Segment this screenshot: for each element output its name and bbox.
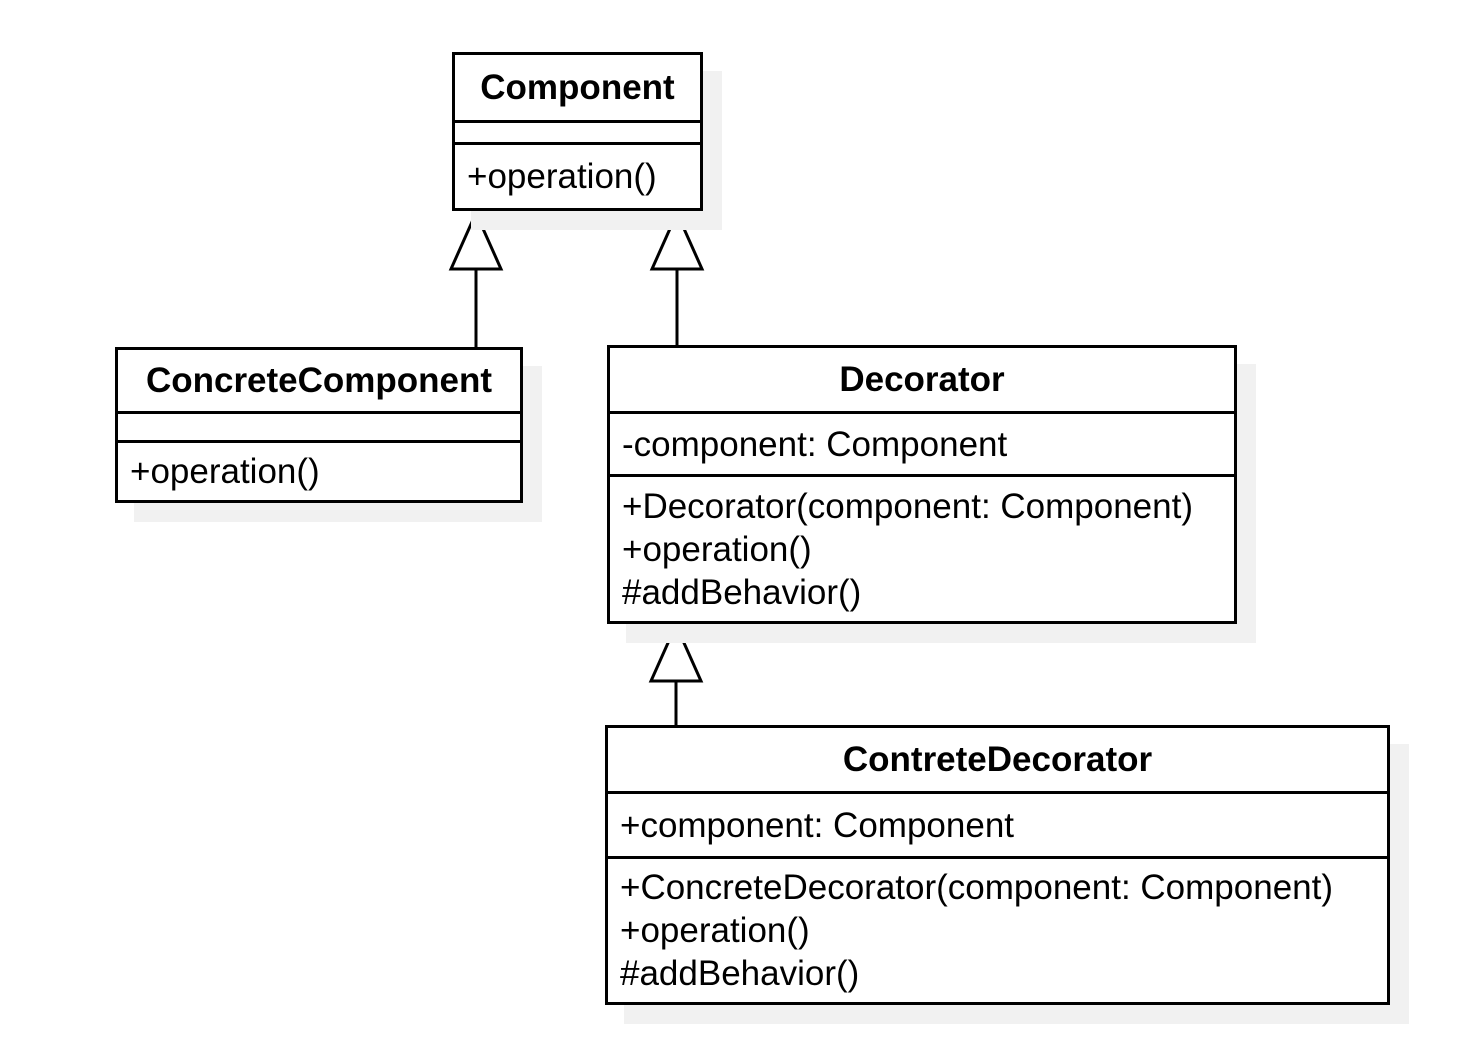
- attributes-compartment: -component: Component: [610, 414, 1234, 477]
- class-title: Component: [455, 55, 700, 123]
- attribute-line: -component: Component: [622, 424, 1008, 464]
- method-line: #addBehavior(): [622, 572, 862, 612]
- method-line: +ConcreteDecorator(component: Component): [620, 868, 1334, 907]
- method-line: +Decorator(component: Component): [622, 486, 1193, 526]
- methods-compartment: +Decorator(component: Component) +operat…: [610, 477, 1234, 621]
- method-line: +operation(): [130, 452, 320, 491]
- methods-compartment: +operation(): [455, 145, 700, 208]
- attributes-compartment: [118, 414, 520, 443]
- hollow-triangle-arrowhead-icon: [648, 621, 704, 683]
- class-box-concretecomponent: ConcreteComponent +operation(): [115, 347, 523, 503]
- methods-compartment: +operation(): [118, 443, 520, 500]
- class-title: Decorator: [610, 348, 1234, 414]
- method-line: +operation(): [622, 529, 812, 569]
- method-line: +operation(): [467, 157, 657, 196]
- class-title: ContreteDecorator: [608, 728, 1387, 794]
- attributes-compartment: +component: Component: [608, 794, 1387, 859]
- class-box-contretedecorator: ContreteDecorator +component: Component …: [605, 725, 1390, 1005]
- methods-compartment: +ConcreteDecorator(component: Component)…: [608, 859, 1387, 1002]
- method-line: +operation(): [620, 911, 810, 950]
- hollow-triangle-arrowhead-icon: [649, 209, 705, 271]
- generalization-arrow-contretedecorator-to-decorator: [648, 621, 704, 726]
- class-box-component: Component +operation(): [452, 52, 703, 211]
- class-box-decorator: Decorator -component: Component +Decorat…: [607, 345, 1237, 624]
- generalization-arrow-decorator-to-component: [649, 209, 705, 346]
- method-line: #addBehavior(): [620, 954, 860, 993]
- attributes-compartment: [455, 123, 700, 145]
- attribute-line: +component: Component: [620, 805, 1015, 845]
- generalization-arrow-concretecomponent-to-component: [448, 209, 504, 348]
- class-title: ConcreteComponent: [118, 350, 520, 414]
- hollow-triangle-arrowhead-icon: [448, 209, 504, 271]
